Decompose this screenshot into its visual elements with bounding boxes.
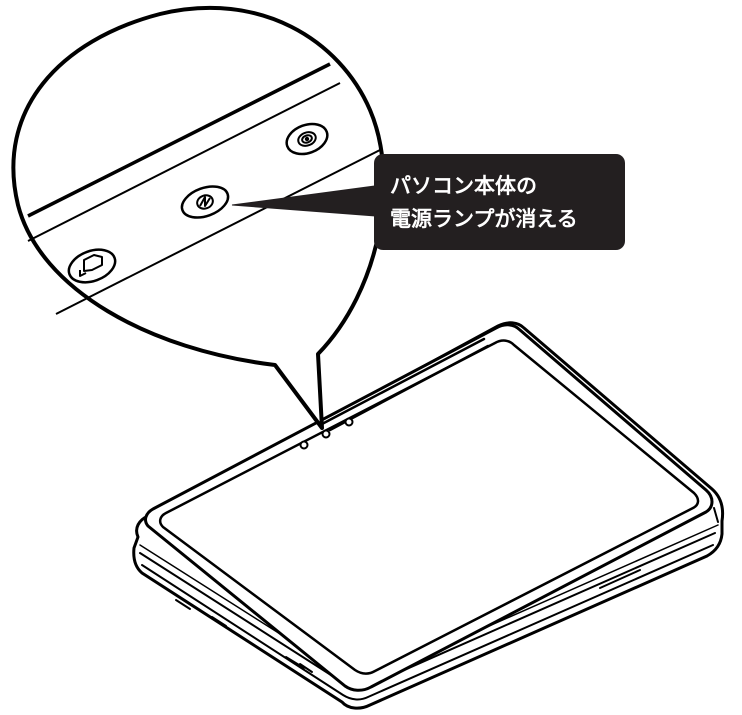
laptop-port [713,507,719,523]
callout-line-1: パソコン本体の [390,174,537,198]
laptop-edge-line [141,544,714,701]
callout-box [374,154,625,250]
zoomed-device-edge [27,62,381,315]
laptop-indicator-lamp [299,440,309,450]
laptop-lid-panel [158,339,700,675]
zoomed-edge-line [27,82,341,242]
laptop [132,321,725,710]
laptop-port [167,589,227,627]
battery-indicator-icon [79,254,103,277]
laptop-hinge [320,337,490,432]
laptop-port [599,569,641,589]
power-indicator [180,185,230,219]
wireless-indicator-icon [297,131,317,147]
laptop-port [285,656,313,673]
laptop-indicator-lamp [321,429,331,439]
laptop-indicator-lamp [344,417,354,427]
wireless-indicator [285,122,329,156]
battery-indicator [67,248,117,284]
callout: パソコン本体の 電源ランプが消える [231,154,625,250]
power-indicator-icon [196,194,214,210]
zoomed-edge-line [27,62,331,218]
magnifier [11,5,386,430]
callout-line-2: 電源ランプが消える [390,207,578,231]
laptop-indicators [299,417,354,450]
zoomed-edge-line [55,149,381,315]
